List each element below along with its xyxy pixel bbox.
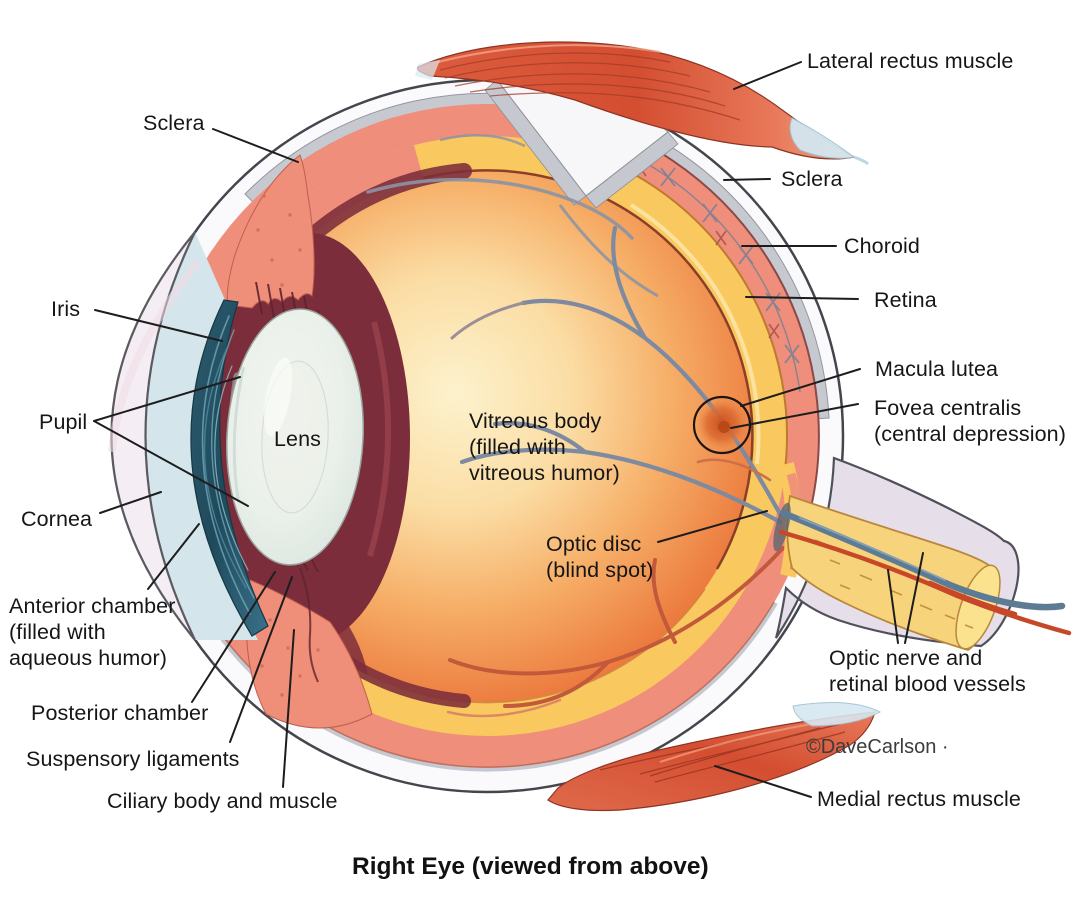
pointer-iris <box>94 309 223 342</box>
label-fovea-centralis: Fovea centralis (central depression) <box>874 396 1067 446</box>
medial-rectus-shape <box>547 702 882 812</box>
label-vitreous-body: Vitreous body (filled with vitreous humo… <box>469 409 620 485</box>
muscle-striations <box>439 52 741 121</box>
label-medial-rectus-muscle: Medial rectus muscle <box>817 787 1021 811</box>
label-ciliary-body: Ciliary body and muscle <box>107 789 338 813</box>
pointer-anterior-chamber <box>147 523 200 590</box>
pointer-cornea <box>99 491 162 514</box>
pointer-optic-nerve-a <box>887 569 899 644</box>
pointer-optic-nerve-b <box>904 552 924 644</box>
optic-nerve-vessels <box>778 509 1072 636</box>
retinal-vessels <box>366 177 785 718</box>
pointer-lateral-rectus <box>733 61 802 90</box>
label-cornea: Cornea <box>21 507 93 531</box>
label-pupil: Pupil <box>39 410 88 434</box>
muscle-striations <box>599 723 846 783</box>
optic-nerve-shape <box>773 456 1072 651</box>
cornea-shape <box>108 231 202 641</box>
label-sclera-top: Sclera <box>143 111 205 135</box>
pointer-sclera-top <box>212 128 299 163</box>
label-sclera-right: Sclera <box>781 167 843 191</box>
label-retina: Retina <box>874 288 937 312</box>
label-anterior-chamber: Anterior chamber (filled with aqueous hu… <box>9 594 176 670</box>
pointer-retina <box>745 296 859 300</box>
pointer-medial-rectus <box>714 765 812 798</box>
ciliary-texture <box>256 194 320 697</box>
pointer-lines <box>93 61 924 798</box>
label-iris: Iris <box>51 297 81 321</box>
pointer-suspensory <box>229 576 293 743</box>
pointer-sclera-right <box>723 178 771 181</box>
lens-shape <box>226 308 364 566</box>
pointer-macula <box>740 368 861 407</box>
label-suspensory-ligaments: Suspensory ligaments <box>26 747 240 771</box>
label-optic-disc: Optic disc (blind spot) <box>546 532 654 582</box>
label-lens: Lens <box>274 427 322 451</box>
label-macula-lutea: Macula lutea <box>875 357 999 381</box>
artist-credit: ©DaveCarlson · <box>806 736 949 758</box>
pointer-pupil-upper <box>93 376 241 422</box>
pointer-ciliary <box>282 629 295 788</box>
lateral-rectus-shape <box>415 41 870 166</box>
figure-caption: Right Eye (viewed from above) <box>352 853 709 880</box>
pointer-fovea <box>730 403 859 429</box>
label-choroid: Choroid <box>844 234 920 258</box>
label-lateral-rectus-muscle: Lateral rectus muscle <box>807 49 1014 73</box>
pointer-posterior-chamber <box>191 571 276 703</box>
pointer-optic-disc <box>657 510 768 543</box>
label-posterior-chamber: Posterior chamber <box>31 701 209 725</box>
pointer-pupil-lower <box>93 420 249 507</box>
label-optic-nerve: Optic nerve and retinal blood vessels <box>829 646 1026 696</box>
